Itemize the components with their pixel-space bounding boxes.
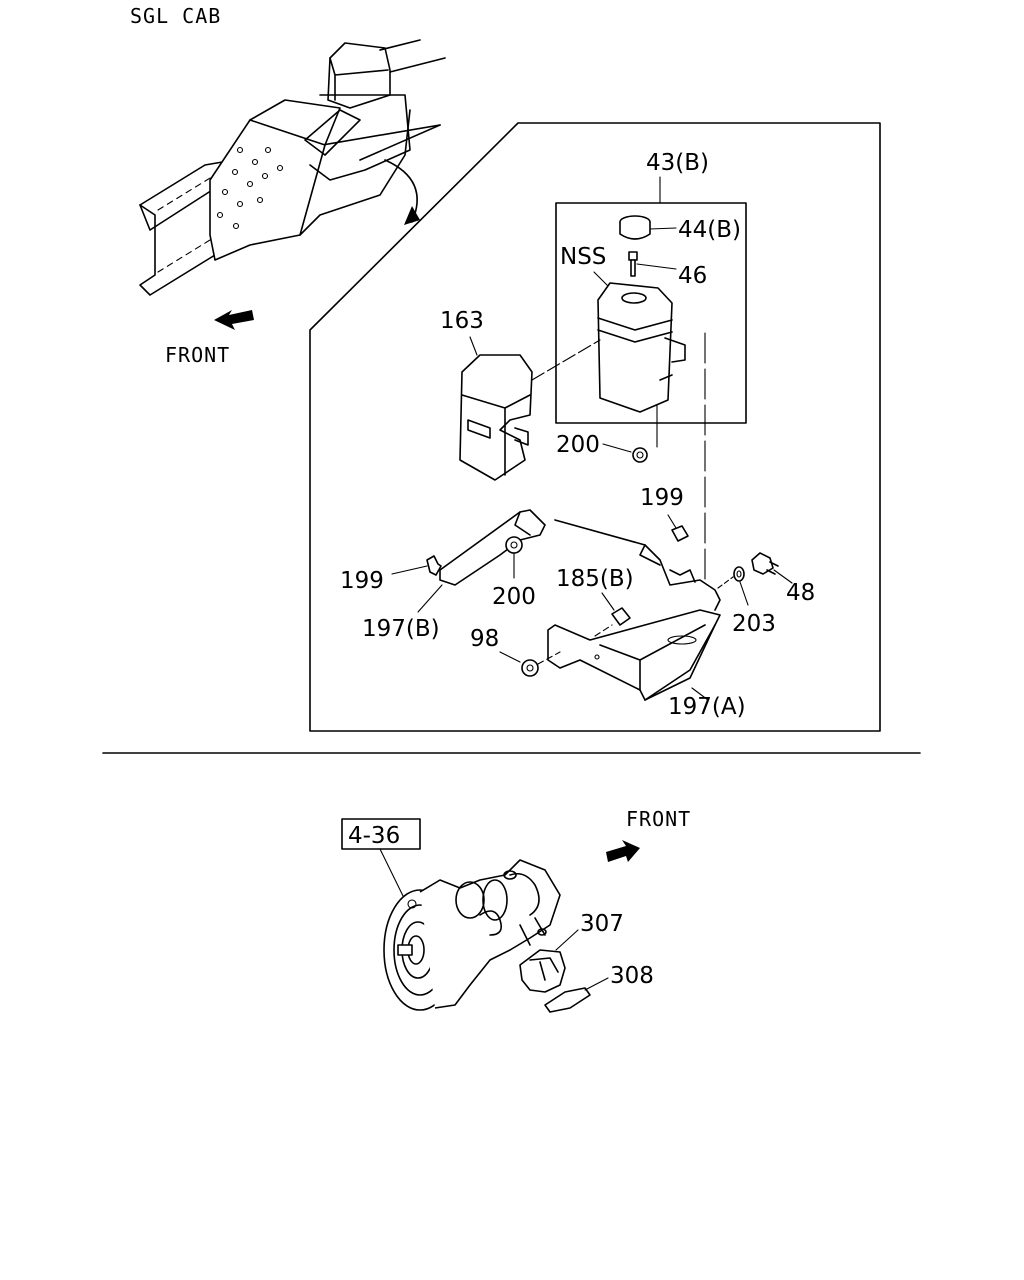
bracket-197b: [439, 509, 546, 586]
part-307: [519, 929, 579, 993]
washer-203: [717, 566, 749, 606]
reservoir-tank: [597, 282, 686, 413]
sgl-cab-label: SGL CAB: [130, 4, 221, 28]
pin-part: [628, 251, 677, 277]
callout-185b: 185(B): [556, 566, 634, 592]
callout-48: 48: [786, 580, 815, 606]
bolt-48: [751, 552, 793, 584]
front-label-top: FRONT: [165, 343, 230, 367]
callout-163: 163: [440, 308, 484, 334]
callout-200-lower: 200: [492, 584, 536, 610]
callout-46: 46: [678, 263, 707, 289]
bolt-185b: [594, 592, 631, 637]
callout-308: 308: [610, 963, 654, 989]
callout-43b: 43(B): [646, 150, 709, 176]
nut-98: [499, 651, 561, 677]
callout-197b: 197(B): [362, 616, 440, 642]
ref-box-label: 4-36: [348, 823, 400, 849]
callout-199-right: 199: [640, 485, 684, 511]
bolt-right: [667, 514, 689, 542]
detail-frame: [309, 122, 881, 732]
callout-nss: NSS: [560, 244, 606, 270]
callout-199-left: 199: [340, 568, 384, 594]
callout-200-upper: 200: [556, 432, 600, 458]
bolt-left: [391, 555, 442, 576]
nut-upper: [602, 404, 658, 463]
nut-lower: [505, 536, 523, 579]
callout-197a: 197(A): [668, 694, 746, 720]
tank-subassembly-box: [555, 202, 747, 424]
callout-44b: 44(B): [678, 217, 741, 243]
callout-307: 307: [580, 911, 624, 937]
ref-box: [341, 818, 421, 850]
cap-part: [619, 215, 677, 240]
front-arrow-bottom: [606, 840, 640, 862]
front-label-bottom: FRONT: [626, 807, 691, 831]
callout-98: 98: [470, 626, 499, 652]
tank-cover: [459, 339, 601, 481]
bracket-197a: [547, 519, 721, 701]
frame-overview-illustration: [139, 39, 446, 330]
part-308: [544, 977, 609, 1013]
pump-assembly: [383, 859, 561, 1011]
callout-203: 203: [732, 611, 776, 637]
